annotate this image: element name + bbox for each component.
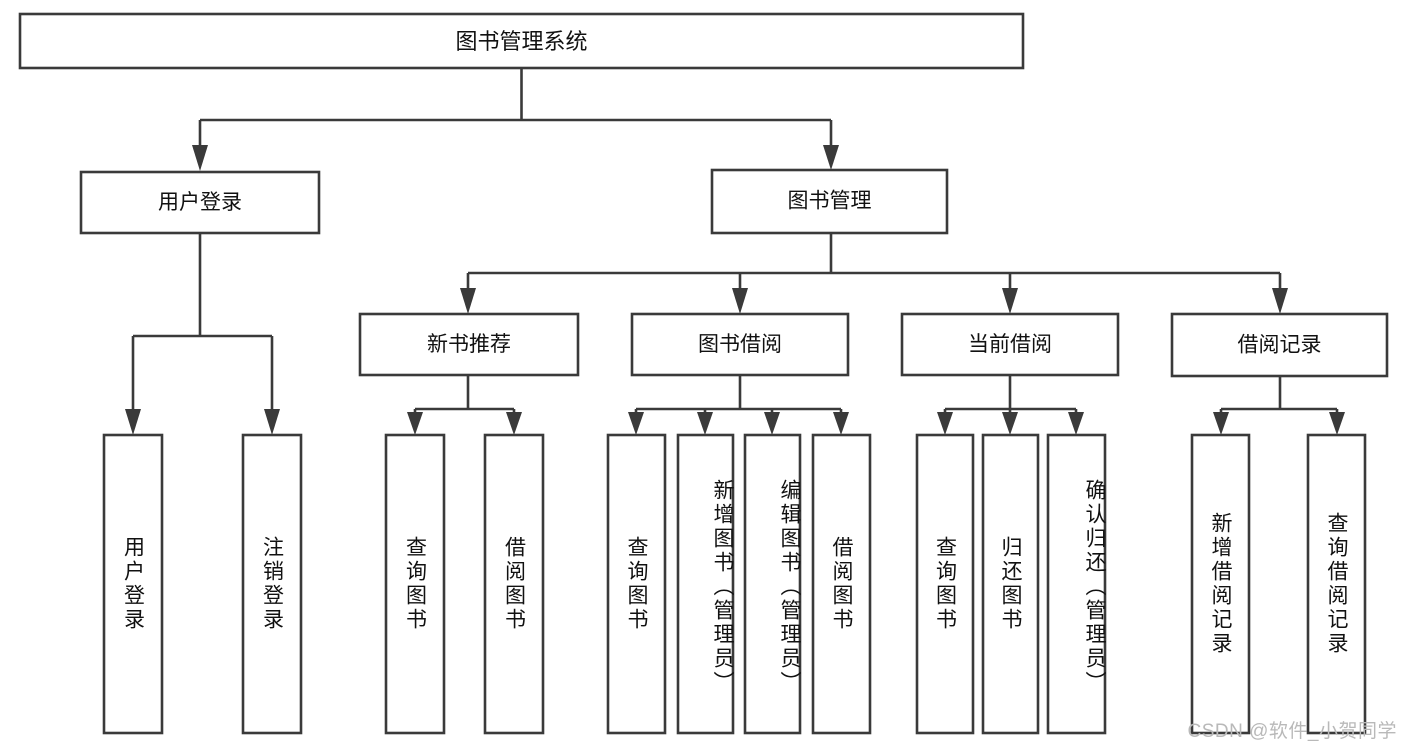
node-borrow-records[interactable]: 借阅记录 (1170, 312, 1389, 378)
arrow-root-to-user-login (192, 145, 208, 171)
arrow-current-leaf-1 (937, 412, 953, 435)
node-new-book-recommend[interactable]: 新书推荐 (358, 312, 580, 377)
leaf-box-query-book-2[interactable] (606, 433, 667, 735)
leaf-box-query-book-1[interactable] (384, 433, 446, 735)
node-user-login[interactable]: 用户登录 (79, 170, 321, 235)
csdn-watermark: CSDN @软件_小贺同学 (1187, 721, 1397, 742)
node-root[interactable]: 图书管理系统 (18, 12, 1025, 70)
leaf-box-add-record[interactable] (1190, 433, 1251, 735)
root-label: 图书管理系统 (455, 29, 587, 54)
user-login-label: 用户登录 (158, 191, 242, 214)
current-borrow-box[interactable] (900, 312, 1120, 377)
arrow-new-book-leaf-1 (407, 412, 423, 435)
arrow-user-login-leaf-1 (125, 409, 141, 435)
user-login-box[interactable] (79, 170, 321, 235)
leaf-box-borrow-book-1[interactable] (483, 433, 545, 735)
leaf-box-borrow-book-2[interactable] (811, 433, 872, 735)
arrow-book-mgmt-to-borrow (732, 288, 748, 314)
book-borrow-box[interactable] (630, 312, 850, 377)
arrow-current-leaf-2 (1002, 412, 1018, 435)
arrow-borrow-leaf-1 (628, 412, 644, 435)
edge-group-user-login (125, 233, 280, 435)
leaf-box-user-login[interactable] (102, 433, 164, 735)
borrow-records-box[interactable] (1170, 312, 1389, 378)
edge-group-book-mgmt (460, 233, 1288, 314)
arrow-borrow-leaf-4 (833, 412, 849, 435)
borrow-records-label: 借阅记录 (1238, 334, 1322, 357)
arrow-current-leaf-3 (1068, 412, 1084, 435)
leaf-box-query-book-3[interactable] (915, 433, 975, 735)
leaf-box-confirm-return[interactable] (1046, 433, 1107, 735)
leaf-box-return-book[interactable] (981, 433, 1040, 735)
leaf-box-add-book-admin[interactable] (676, 433, 735, 735)
book-management-label: 图书管理 (788, 190, 872, 213)
arrow-borrow-leaf-2 (697, 412, 713, 435)
leaf-box-logout[interactable] (241, 433, 303, 735)
leaf-box-query-record[interactable] (1306, 433, 1367, 735)
node-book-borrow[interactable]: 图书借阅 (630, 312, 850, 377)
book-management-box[interactable] (710, 168, 949, 235)
edge-group-new-book (407, 375, 522, 435)
edge-group-current-borrow (937, 375, 1084, 435)
node-book-management[interactable]: 图书管理 (710, 168, 949, 235)
arrow-records-leaf-1 (1213, 412, 1229, 435)
arrow-root-to-book-mgmt (823, 145, 839, 170)
edge-group-records (1213, 376, 1345, 435)
new-book-recommend-label: 新书推荐 (427, 333, 511, 356)
root-box[interactable] (18, 12, 1025, 70)
arrow-new-book-leaf-2 (506, 412, 522, 435)
arrow-borrow-leaf-3 (764, 412, 780, 435)
new-book-recommend-box[interactable] (358, 312, 580, 377)
current-borrow-label: 当前借阅 (968, 333, 1052, 356)
leaf-boxes (102, 433, 1367, 735)
leaf-box-edit-book-admin[interactable] (743, 433, 802, 735)
edge-group-root (192, 68, 839, 171)
book-borrow-label: 图书借阅 (698, 333, 782, 356)
arrow-user-login-leaf-2 (264, 409, 280, 435)
arrow-book-mgmt-to-current (1002, 288, 1018, 314)
arrow-book-mgmt-to-new-book (460, 288, 476, 314)
arrow-book-mgmt-to-records (1272, 288, 1288, 314)
edge-group-borrow (628, 375, 849, 435)
node-current-borrow[interactable]: 当前借阅 (900, 312, 1120, 377)
arrow-records-leaf-2 (1329, 412, 1345, 435)
